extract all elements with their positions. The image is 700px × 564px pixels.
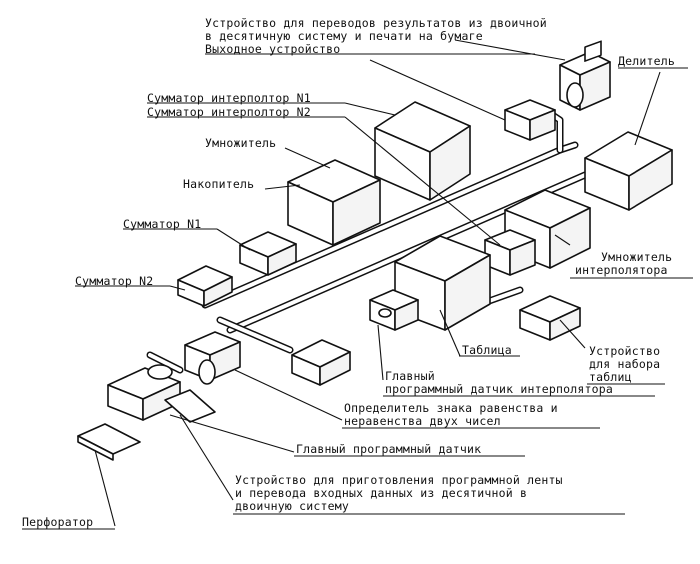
bus-pipes bbox=[146, 106, 589, 374]
label-table-setter-line3: таблиц bbox=[589, 370, 632, 384]
leader-lines bbox=[22, 39, 693, 530]
label-table-setter-line2: для набора bbox=[589, 357, 661, 371]
label-comparator-line2: неравенства двух чисел bbox=[344, 414, 501, 428]
label-accumulator: Накопитель bbox=[183, 177, 255, 191]
divider-block bbox=[584, 131, 673, 211]
label-output-device-line3: Выходное устройство bbox=[205, 42, 341, 56]
tape-prep-block bbox=[107, 364, 216, 423]
interp-sensor-block bbox=[369, 289, 419, 331]
label-table-setter-line1: Устройство bbox=[589, 344, 661, 358]
label-adder-1: Сумматор N1 bbox=[123, 217, 202, 231]
printer-device bbox=[559, 40, 611, 111]
main-sensor-block bbox=[184, 331, 241, 385]
label-output-device-line2: в десятичную систему и печати на бумаге bbox=[205, 29, 483, 43]
perforator-block bbox=[77, 423, 141, 461]
label-tape-prep-line3: двоичную систему bbox=[235, 499, 349, 513]
label-interp-sensor-line1: Главный bbox=[385, 369, 435, 383]
label-interp-multiplier-line1: Умножитель bbox=[601, 250, 673, 264]
table-setter-block bbox=[519, 295, 581, 341]
comparator-block bbox=[291, 339, 351, 386]
label-adder-2: Сумматор N2 bbox=[75, 274, 154, 288]
interp-adder-2-block bbox=[484, 229, 536, 276]
label-multiplier: Умножитель bbox=[205, 136, 277, 150]
label-table: Таблица bbox=[462, 343, 512, 357]
label-interp-adder-2: Сумматор интерполтор N2 bbox=[147, 105, 311, 119]
label-comparator-line1: Определитель знака равенства и bbox=[344, 401, 558, 415]
label-tape-prep-line2: и перевода входных данных из десятичной … bbox=[235, 486, 528, 500]
label-interp-sensor-line2: программный датчик интерполятора bbox=[385, 382, 613, 396]
label-perforator: Перфоратор bbox=[22, 515, 94, 529]
label-output-device-line1: Устройство для переводов результатов из … bbox=[205, 16, 547, 30]
adder-2-block bbox=[177, 265, 233, 307]
label-main-sensor: Главный программный датчик bbox=[296, 442, 482, 456]
label-interp-multiplier-line2: интерполятора bbox=[575, 263, 668, 277]
interp-adder-block bbox=[374, 101, 471, 201]
label-tape-prep-line1: Устройство для приготовления программной… bbox=[235, 473, 563, 487]
adder-1-block bbox=[239, 231, 297, 276]
multiplier-block bbox=[287, 159, 381, 246]
label-divider: Делитель bbox=[618, 54, 675, 68]
output-device-block bbox=[504, 99, 556, 141]
label-interp-adder-1: Сумматор интерполтор N1 bbox=[147, 91, 311, 105]
